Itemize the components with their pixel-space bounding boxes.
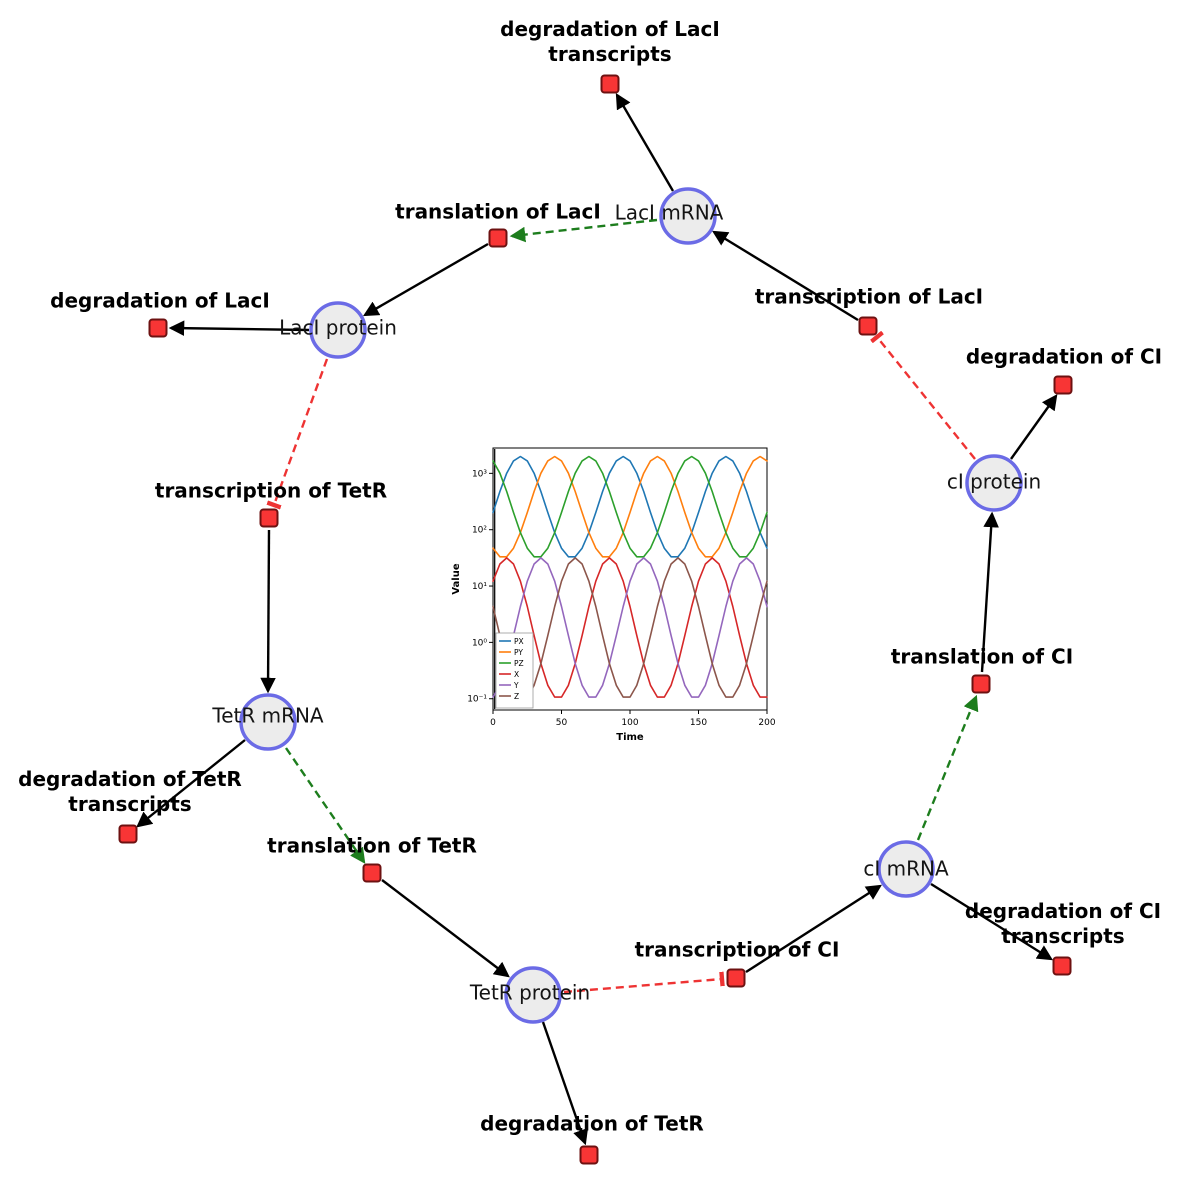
edge-translation-ci-to-ci-protein: [980, 511, 999, 673]
species-node-laci-mrna[interactable]: [659, 187, 717, 245]
svg-text:Value: Value: [451, 563, 462, 594]
edge-transcription-laci-to-laci-mrna: [712, 230, 859, 322]
svg-text:10⁰: 10⁰: [472, 638, 487, 648]
edge-ci-protein-to-transcription-laci: [870, 330, 976, 460]
edge-tetr-protein-to-deg-tetr: [541, 1021, 589, 1146]
reaction-node-translation-laci[interactable]: [488, 228, 508, 248]
reaction-label-transcription-ci: transcription of CI: [634, 937, 840, 962]
edge-translation-tetr-to-tetr-protein: [381, 879, 510, 978]
svg-text:PY: PY: [514, 648, 523, 657]
species-label-laci-mrna: LacI mRNA: [614, 200, 724, 225]
svg-text:Time: Time: [616, 732, 644, 743]
edge-tetr-protein-to-transcription-ci: [563, 971, 725, 994]
edge-transcription-tetr-to-tetr-mrna: [260, 529, 276, 694]
reaction-label-deg-tetr: degradation of TetR: [480, 1111, 704, 1136]
edge-laci-mrna-to-translation-laci: [509, 218, 658, 243]
reaction-label-transcription-laci: transcription of LacI: [754, 284, 984, 309]
reaction-node-translation-tetr[interactable]: [362, 863, 382, 883]
reaction-label-deg-laci: degradation of LacI: [50, 288, 270, 313]
svg-text:Y: Y: [513, 681, 519, 690]
species-label-tetr-mrna: TetR mRNA: [212, 703, 324, 728]
svg-text:150: 150: [690, 718, 707, 728]
reaction-label-translation-tetr: translation of TetR: [267, 833, 477, 858]
edge-ci-protein-to-deg-ci: [1010, 394, 1058, 460]
reaction-label-translation-laci: translation of LacI: [395, 199, 601, 224]
species-node-tetr-protein[interactable]: [504, 966, 562, 1024]
reaction-label-deg-laci-transcripts: degradation of LacI transcripts: [500, 17, 720, 66]
reaction-node-translation-ci[interactable]: [971, 674, 991, 694]
svg-text:PX: PX: [514, 637, 524, 646]
svg-text:0: 0: [490, 718, 496, 728]
edge-ci-mrna-to-deg-ci-transcripts: [930, 882, 1053, 961]
species-node-tetr-mrna[interactable]: [239, 693, 297, 751]
reaction-node-deg-laci[interactable]: [148, 318, 168, 338]
species-node-laci-protein[interactable]: [309, 301, 367, 359]
reaction-node-deg-tetr[interactable]: [579, 1145, 599, 1165]
reaction-node-deg-ci[interactable]: [1053, 375, 1073, 395]
species-label-tetr-protein: TetR protein: [469, 980, 591, 1005]
edge-tetr-mrna-to-translation-tetr: [285, 747, 366, 864]
reaction-label-deg-ci-transcripts: degradation of CI transcripts: [964, 899, 1162, 948]
svg-text:10³: 10³: [472, 469, 487, 479]
svg-text:10²: 10²: [472, 526, 487, 536]
svg-text:100: 100: [621, 718, 638, 728]
edge-tetr-mrna-to-deg-tetr-transcripts: [136, 739, 246, 828]
svg-text:10⁻¹: 10⁻¹: [467, 695, 487, 705]
edge-laci-mrna-to-deg-laci-transcripts: [615, 92, 675, 192]
species-label-ci-mrna: cI mRNA: [863, 856, 949, 881]
reaction-node-transcription-tetr[interactable]: [259, 508, 279, 528]
edge-transcription-ci-to-ci-mrna: [745, 884, 882, 974]
svg-text:Z: Z: [514, 692, 519, 701]
reaction-label-deg-tetr-transcripts: degradation of TetR transcripts: [18, 767, 242, 816]
reaction-node-transcription-ci[interactable]: [726, 968, 746, 988]
reaction-label-transcription-tetr: transcription of TetR: [154, 478, 388, 503]
species-node-ci-protein[interactable]: [965, 454, 1023, 512]
svg-text:50: 50: [556, 718, 568, 728]
reaction-label-deg-ci: degradation of CI: [965, 344, 1163, 369]
edge-laci-protein-to-deg-laci: [168, 320, 310, 336]
reaction-node-deg-tetr-transcripts[interactable]: [118, 824, 138, 844]
species-label-ci-protein: cI protein: [946, 469, 1042, 494]
svg-text:10¹: 10¹: [472, 582, 487, 592]
species-label-laci-protein: LacI protein: [279, 315, 397, 340]
edge-translation-laci-to-laci-protein: [362, 242, 489, 317]
svg-text:200: 200: [758, 718, 775, 728]
reaction-node-deg-ci-transcripts[interactable]: [1052, 956, 1072, 976]
species-node-ci-mrna[interactable]: [877, 840, 935, 898]
edge-ci-mrna-to-translation-ci: [916, 694, 979, 841]
reaction-label-translation-ci: translation of CI: [890, 644, 1074, 669]
reaction-node-deg-laci-transcripts[interactable]: [600, 74, 620, 94]
svg-text:PZ: PZ: [514, 659, 524, 668]
reaction-node-transcription-laci[interactable]: [858, 316, 878, 336]
svg-text:X: X: [514, 670, 519, 679]
